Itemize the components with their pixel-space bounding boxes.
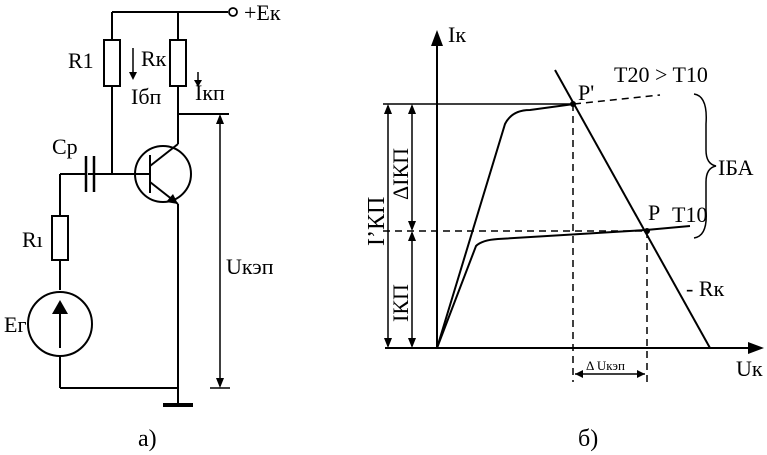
curve-t2-extension — [573, 94, 661, 105]
load-line — [554, 69, 711, 349]
iba-label: IБА — [718, 155, 754, 180]
curve-t1 — [436, 225, 691, 349]
ik-quiescent-label: IКП — [388, 284, 413, 322]
generator-arrow — [52, 300, 68, 314]
rk-label: Rк — [141, 46, 167, 71]
supply-terminal — [228, 7, 238, 17]
load-line-label: - Rк — [686, 276, 725, 301]
y-axis-label: Iк — [448, 22, 466, 47]
delta-u-label: Δ Uкэп — [586, 358, 625, 373]
supply-label: +Eк — [244, 0, 281, 25]
resistor-r1 — [103, 39, 121, 87]
total-label: IʼКП — [364, 197, 390, 246]
caption-a: а) — [138, 426, 157, 452]
caption-b: б) — [578, 426, 598, 452]
ri-label: Rı — [22, 227, 43, 252]
uke-label: Uкэп — [226, 254, 274, 279]
temp-hot-label: T20 > T10 — [614, 62, 708, 87]
resistor-rk — [169, 39, 187, 87]
eg-label: Eг — [4, 312, 26, 337]
cp-label: Cр — [52, 134, 78, 159]
temp-label: T10 — [672, 202, 707, 227]
characteristic-graph: Iк Uк - Rк P' T20 > T10 P T10 Δ Uкэп — [364, 22, 764, 452]
transistor-collector — [149, 143, 179, 167]
x-axis-label: Uк — [736, 356, 763, 381]
circuit-diagram: +Eк R1 Iбп Rк Iкп Cр — [4, 0, 281, 452]
iba-brace — [693, 93, 717, 239]
point-p-label: P — [648, 200, 660, 225]
ib-label: Iбп — [131, 84, 162, 109]
resistor-ri — [51, 215, 69, 261]
r1-label: R1 — [68, 48, 94, 73]
point-p-prime-label: P' — [578, 80, 594, 105]
curve-t2 — [436, 103, 575, 349]
ik-label: Iкп — [195, 80, 225, 105]
delta-ik-label: ΔIКП — [388, 148, 413, 200]
